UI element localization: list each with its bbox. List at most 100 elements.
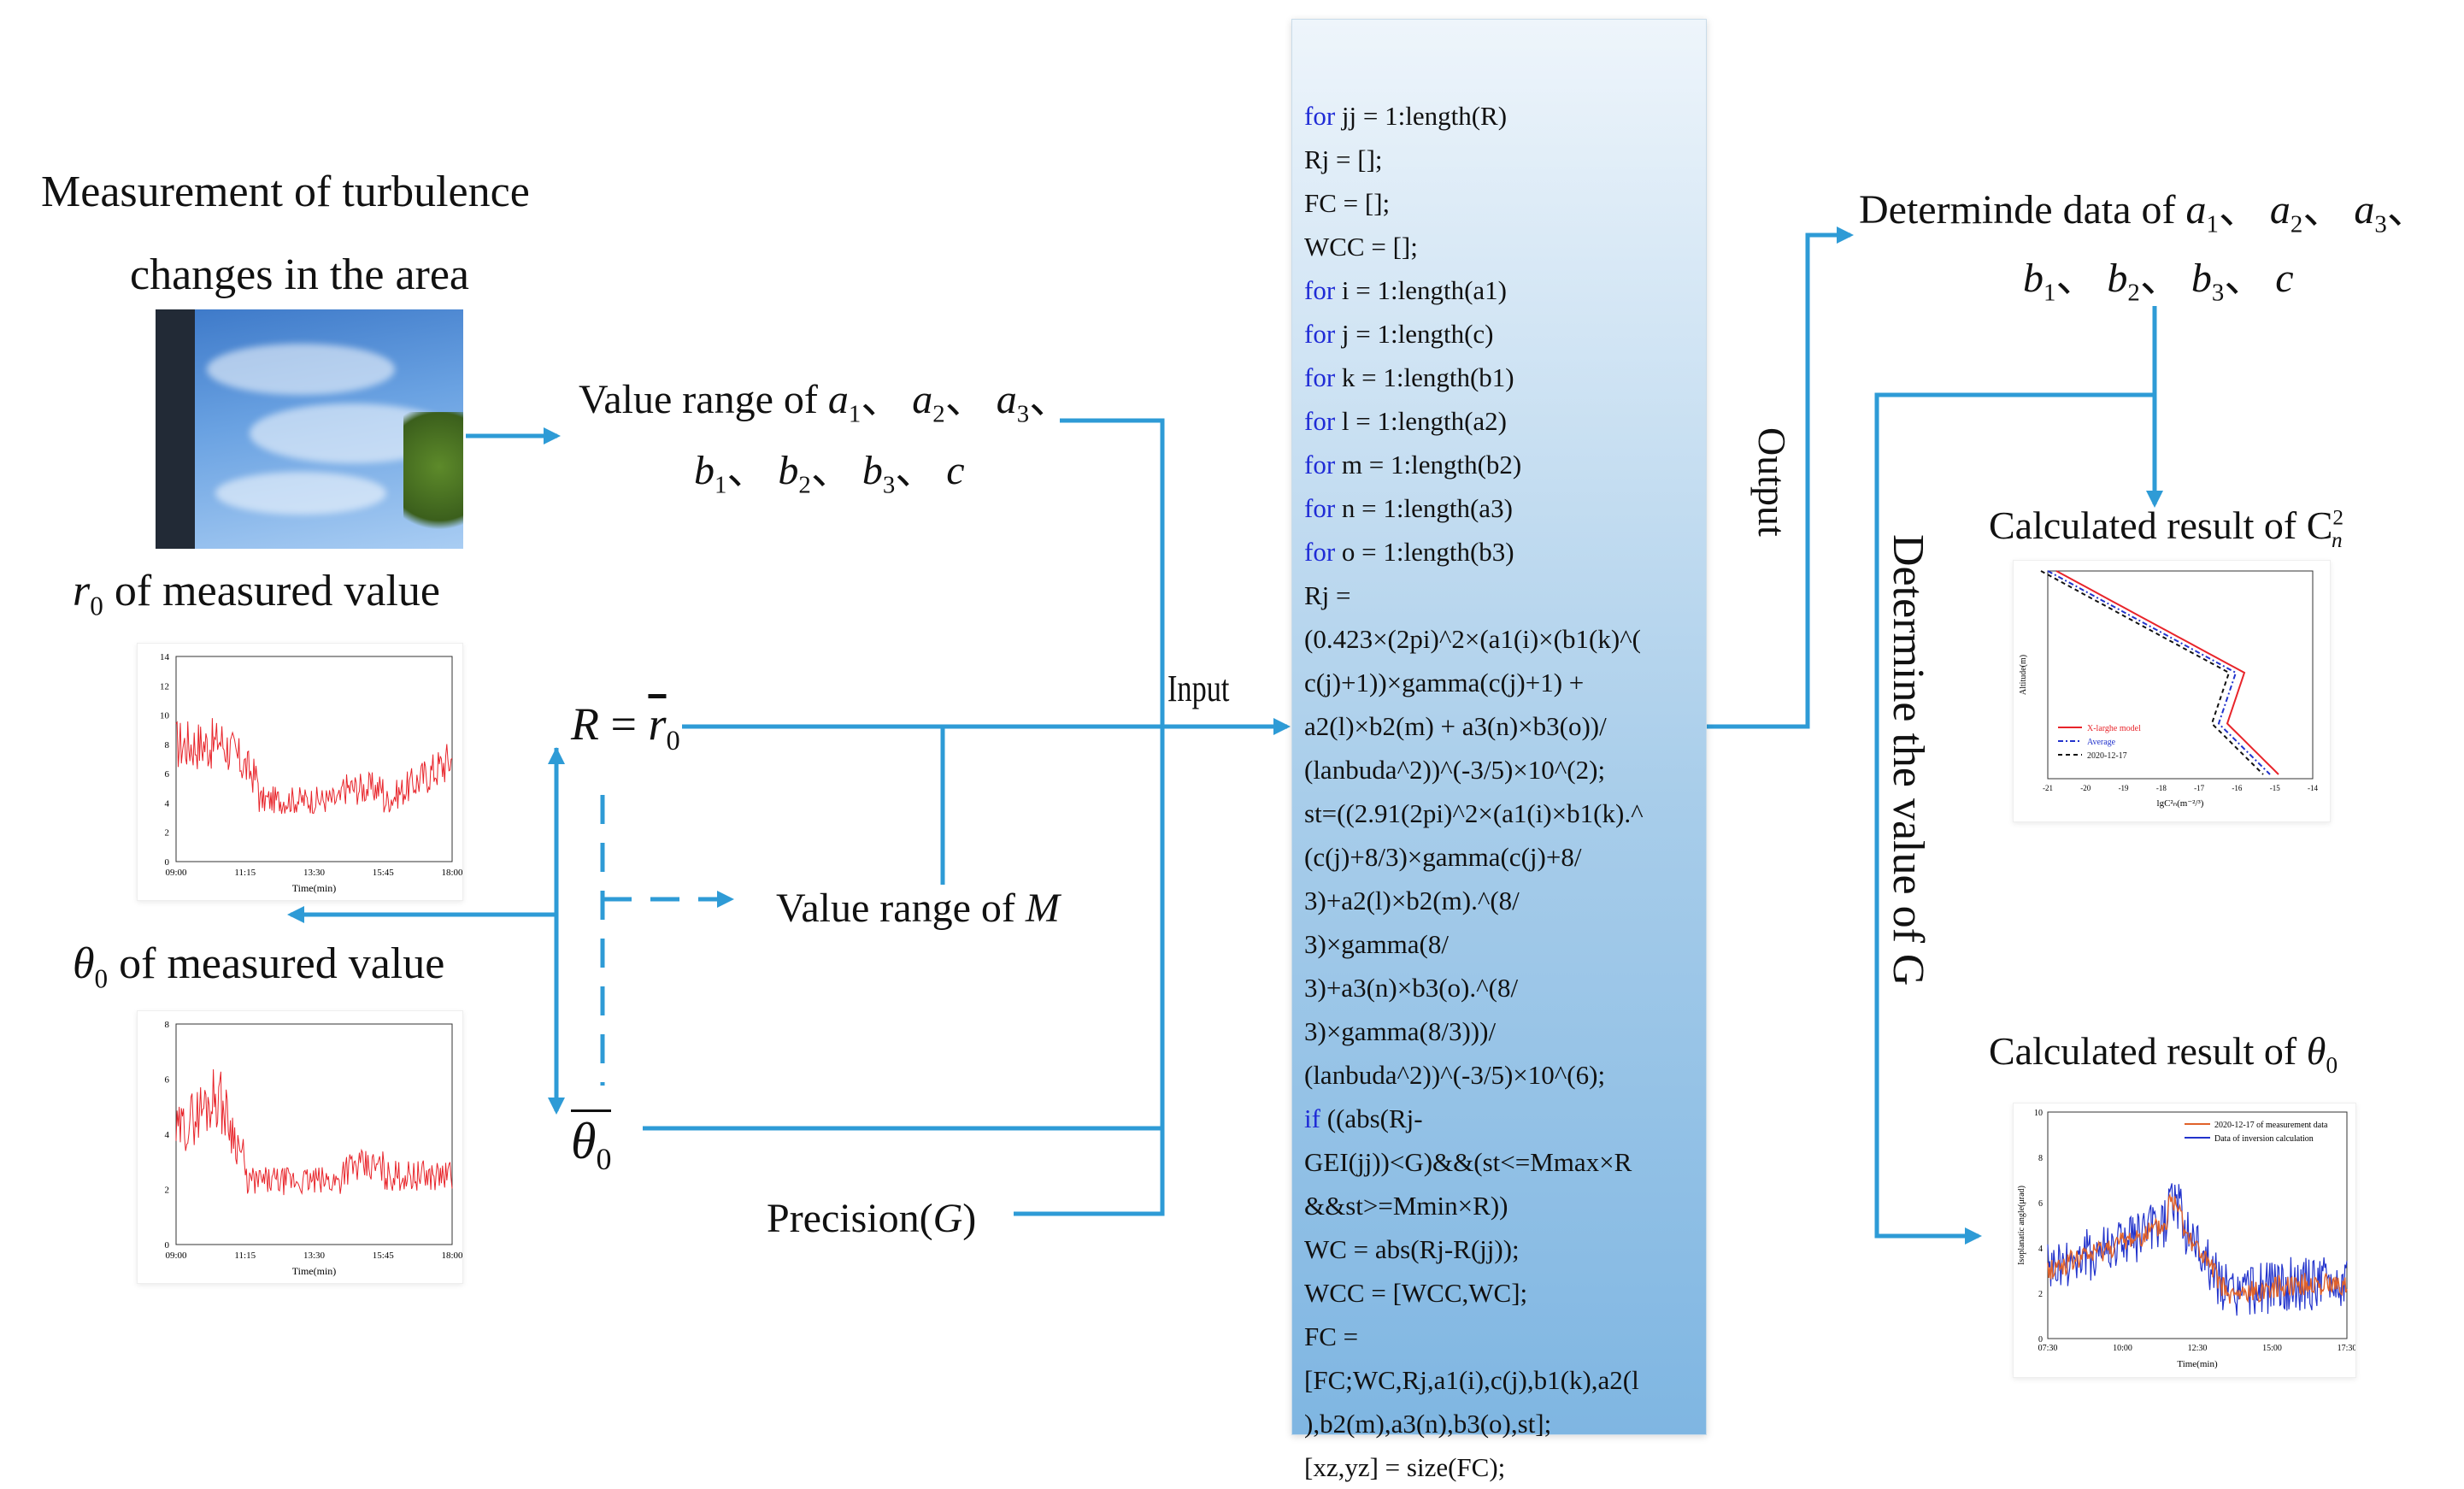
code-line: 3)×gamma(8/ [1304, 929, 1449, 959]
cn2-result-plot: -21-20-19-18-17-16-15-14lgC²ₙ(m⁻²/³)Alti… [2013, 560, 2331, 822]
x-tick-label: -20 [2080, 784, 2091, 792]
code-block-box [1291, 19, 1707, 1435]
y-tick-label: 8 [165, 1020, 170, 1030]
y-tick-label: 2 [2038, 1290, 2043, 1299]
x-tick-label: 15:00 [2262, 1344, 2282, 1353]
x-tick-label: -15 [2270, 784, 2280, 792]
y-tick-label: 0 [165, 857, 170, 868]
code-line: if ((abs(Rj- [1304, 1104, 1423, 1133]
output-arrow [1705, 227, 1854, 729]
x-tick-label: 18:00 [441, 868, 463, 878]
value-range-M: Value range of M [776, 886, 1060, 931]
code-line: for i = 1:length(a1) [1304, 275, 1508, 305]
code-keyword: for [1304, 493, 1336, 523]
y-tick-label: 6 [2038, 1199, 2043, 1209]
code-line: Rj = []; [1304, 144, 1383, 174]
y-tick-label: 12 [160, 681, 169, 692]
code-line: st=((2.91(2pi)^2×(a1(i)×b1(k).^ [1304, 798, 1644, 828]
code-line: (lanbuda^2))^(-3/5)×10^(2); [1304, 755, 1606, 785]
matlab-code: for jj = 1:length(R) Rj = []; FC = []; WCC … [1304, 94, 1644, 1489]
code-line: for n = 1:length(a3) [1304, 493, 1513, 523]
x-tick-label: -16 [2232, 784, 2242, 792]
x-tick-label: 10:00 [2113, 1344, 2132, 1353]
calc-theta0-title: Calculated result of θ0 [1989, 1029, 2338, 1079]
measurement-title-line-2: changes in the area [130, 250, 470, 299]
y-tick-label: 10 [160, 711, 170, 721]
code-keyword: for [1304, 362, 1336, 392]
code-line: (c(j)+8/3)×gamma(c(j)+8/ [1304, 842, 1582, 872]
code-line: for l = 1:length(a2) [1304, 406, 1508, 436]
legend-label: 2020-12-17 of measurement data [2214, 1121, 2328, 1130]
plot-frame [175, 1023, 453, 1245]
code-line: [FC;WC,Rj,a1(i),c(j),b1(k),a2(l [1304, 1365, 1639, 1395]
legend-label: Average [2087, 738, 2116, 747]
x-tick-label: 09:00 [165, 868, 187, 878]
r0-measured-label: r0 of measured value [73, 567, 441, 621]
cn2-series [2055, 570, 2279, 775]
measurement-title-line-1: Measurement of turbulence [41, 168, 530, 216]
code-keyword: for [1304, 450, 1336, 480]
x-axis-label: lgC²ₙ(m⁻²/³) [2157, 798, 2204, 809]
code-line: for m = 1:length(b2) [1304, 450, 1522, 480]
code-line: WC = abs(Rj-R(jj)); [1304, 1234, 1520, 1264]
code-line: for o = 1:length(b3) [1304, 537, 1514, 567]
x-tick-label: 17:30 [2338, 1344, 2356, 1353]
x-tick-label: 12:30 [2188, 1344, 2208, 1353]
code-line: for jj = 1:length(R) [1304, 101, 1508, 131]
legend-label: 2020-12-17 [2087, 751, 2127, 761]
y-axis-label: Isoplanatic angle(μrad) [2017, 1186, 2026, 1265]
y-tick-label: 4 [2038, 1245, 2043, 1254]
cn2-series [2047, 570, 2271, 775]
determined-data-line2: b1、 b2、 b3、 c [2023, 256, 2294, 307]
code-line: for j = 1:length(c) [1304, 319, 1494, 349]
theta0-bar: θ0 [571, 1109, 612, 1177]
code-line: c(j)+1))×gamma(c(j)+1) + [1304, 668, 1585, 697]
code-keyword: for [1304, 275, 1336, 305]
sky-photo [156, 309, 463, 549]
code-line: for k = 1:length(b1) [1304, 362, 1514, 392]
x-tick-label: -14 [2308, 784, 2318, 792]
code-line: &&st>=Mmin×R)) [1304, 1191, 1508, 1221]
value-range-abc-line2: b1、 b2、 b3、 c [694, 448, 965, 499]
x-tick-label: 11:15 [234, 1251, 256, 1261]
code-keyword: for [1304, 406, 1336, 436]
code-keyword: for [1304, 319, 1336, 349]
code-line: FC = [1304, 1321, 1359, 1351]
code-keyword: for [1304, 101, 1336, 131]
x-axis-label: Time(min) [2177, 1359, 2218, 1369]
y-tick-label: 0 [165, 1240, 170, 1251]
y-tick-label: 8 [2038, 1154, 2043, 1163]
x-tick-label: 15:45 [373, 1251, 395, 1261]
r0-series [175, 718, 453, 815]
input-label: Input [1167, 668, 1230, 709]
code-keyword: for [1304, 537, 1336, 567]
code-line: (0.423×(2pi)^2×(a1(i)×(b1(k)^( [1304, 624, 1642, 654]
theta0-measured-label: θ0 of measured value [73, 939, 445, 994]
legend-label: Data of inversion calculation [2214, 1134, 2314, 1144]
legend-label: X-larghe model [2087, 724, 2141, 733]
x-tick-label: 15:45 [373, 868, 395, 878]
x-tick-label: 11:15 [234, 868, 256, 878]
plot-frame [175, 656, 453, 862]
theta0-series [175, 1068, 453, 1196]
calc-cn2-title: Calculated result of C2n [1989, 503, 2344, 553]
y-tick-label: 14 [160, 652, 170, 662]
x-axis-label: Time(min) [292, 1265, 337, 1277]
code-line: FC = []; [1304, 188, 1391, 218]
x-tick-label: 09:00 [165, 1251, 187, 1261]
y-axis-label: Altitude(m) [2019, 655, 2028, 695]
x-tick-label: -19 [2119, 784, 2129, 792]
code-keyword: if [1304, 1104, 1320, 1133]
code-line: WCC = [WCC,WC]; [1304, 1278, 1528, 1308]
y-tick-label: 6 [165, 1075, 170, 1086]
y-tick-label: 10 [2034, 1109, 2043, 1118]
code-line: 3)+a2(l)×b2(m).^(8/ [1304, 886, 1520, 915]
x-tick-label: 07:30 [2038, 1344, 2058, 1353]
plot-frame [2047, 1111, 2348, 1339]
y-tick-label: 4 [165, 798, 170, 809]
x-tick-label: 13:30 [303, 1251, 326, 1261]
determine-G-label: Determine the value of G [1884, 534, 1932, 986]
plot-frame [2047, 570, 2314, 780]
code-line: WCC = []; [1304, 232, 1418, 262]
